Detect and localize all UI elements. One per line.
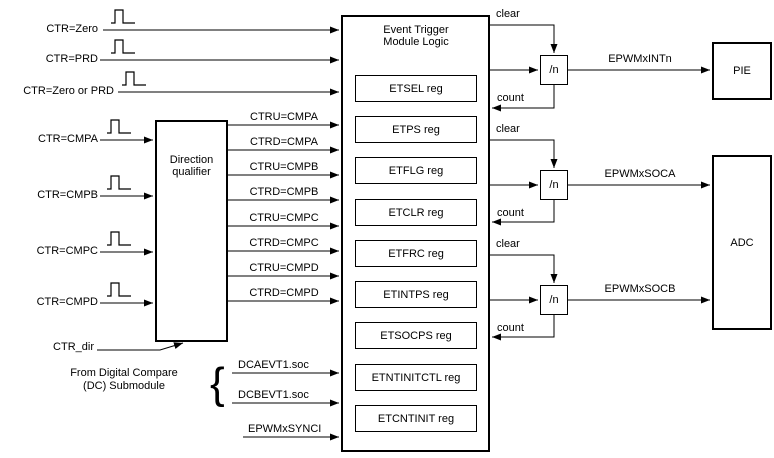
etm-title-line1: Event Trigger [383,24,449,36]
clear-label-int: clear [496,8,520,20]
brace-glyph: { [210,359,225,408]
pulse-icon [107,282,131,297]
register-label: ETSOCPS reg [380,329,452,342]
register-etcntinit: ETCNTINIT reg [355,405,477,432]
dc-sync-lines [232,369,339,441]
clear-label-soca: clear [496,123,520,135]
signal-label-epwmx-synci: EPWMxSYNCI [248,423,322,435]
signal-label-ctrd-cmpd: CTRD=CMPD [249,287,319,299]
signal-label-ctrd-cmpc: CTRD=CMPC [249,237,319,249]
signal-label-epwmx-socb: EPWMxSOCB [604,283,676,295]
pulse-icon [107,231,131,246]
signal-label-dcaevt1-soc: DCAEVT1.soc [238,359,309,371]
adc-box: ADC [712,155,772,330]
register-label: ETFLG reg [388,164,444,177]
pulse-icon [122,71,146,86]
signal-label-ctr-zero: CTR=Zero [46,23,98,35]
pie-label: PIE [733,65,751,77]
register-etclr: ETCLR reg [355,199,477,226]
signal-label-ctrd-cmpa: CTRD=CMPA [250,136,318,148]
pulse-icon [111,39,135,54]
register-label: ETINTPS reg [383,288,449,301]
direction-qualifier-box: Direction qualifier [155,120,228,342]
top-input-lines [100,26,339,96]
signal-label-ctr-cmpd: CTR=CMPD [36,296,98,308]
signal-label-ctru-cmpb: CTRU=CMPB [249,161,319,173]
int-group-lines [490,24,710,112]
signal-label-ctr-cmpa: CTR=CMPA [38,133,98,145]
soca-group-lines [490,139,710,226]
pulse-icon [107,119,131,134]
register-label: ETCLR reg [388,206,444,219]
socb-group-lines [490,254,710,341]
count-label-socb: count [497,322,524,334]
signal-label-ctru-cmpd: CTRU=CMPD [249,262,319,274]
divider-label: /n [549,294,559,306]
pulse-icon [111,9,135,24]
register-etsel: ETSEL reg [355,75,477,102]
pulse-icon [107,175,131,190]
signal-label-ctrd-cmpb: CTRD=CMPB [249,186,319,198]
register-label: ETSEL reg [389,82,443,95]
signal-label-ctr-dir: CTR_dir [53,341,94,353]
register-etntinitctl: ETNTINITCTL reg [355,364,477,391]
register-etintps: ETINTPS reg [355,281,477,308]
divider-box-socb: /n [540,285,568,315]
divider-label: /n [549,179,559,191]
cmp-input-lines [97,136,184,351]
register-label: ETFRC reg [388,247,444,260]
signal-label-epwmx-soca: EPWMxSOCA [604,168,676,180]
signal-label-ctru-cmpc: CTRU=CMPC [249,212,319,224]
signal-label-epwmx-intn: EPWMxINTn [608,53,672,65]
pie-box: PIE [712,42,772,100]
register-label: ETCNTINIT reg [377,412,455,425]
signal-label-ctru-cmpa: CTRU=CMPA [250,111,318,123]
direction-qualifier-label: Direction qualifier [169,154,214,178]
clear-label-socb: clear [496,238,520,250]
signal-label-ctr-zero-or-prd: CTR=Zero or PRD [23,85,114,97]
register-etfrc: ETFRC reg [355,240,477,267]
register-etsocps: ETSOCPS reg [355,322,477,349]
dc-caption-line1: From Digital Compare [70,367,178,379]
signal-label-dcbevt1-soc: DCBEVT1.soc [238,389,309,401]
count-label-int: count [497,92,524,104]
dc-caption-line2: (DC) Submodule [83,380,165,392]
signal-label-ctr-cmpb: CTR=CMPB [37,189,98,201]
adc-label: ADC [730,236,754,249]
dq-output-lines [228,121,339,305]
etm-title-line2: Module Logic [383,36,449,48]
divider-box-int: /n [540,55,568,85]
register-label: ETPS reg [392,123,440,136]
count-label-soca: count [497,207,524,219]
signal-label-ctr-cmpc: CTR=CMPC [36,245,98,257]
divider-box-soca: /n [540,170,568,200]
dc-submodule-caption: From Digital Compare (DC) Submodule [40,367,208,393]
register-etps: ETPS reg [355,116,477,143]
register-etflg: ETFLG reg [355,157,477,184]
signal-label-ctr-prd: CTR=PRD [45,53,98,65]
register-label: ETNTINITCTL reg [371,371,461,384]
divider-label: /n [549,64,559,76]
event-trigger-module-title: Event Trigger Module Logic [355,24,477,48]
